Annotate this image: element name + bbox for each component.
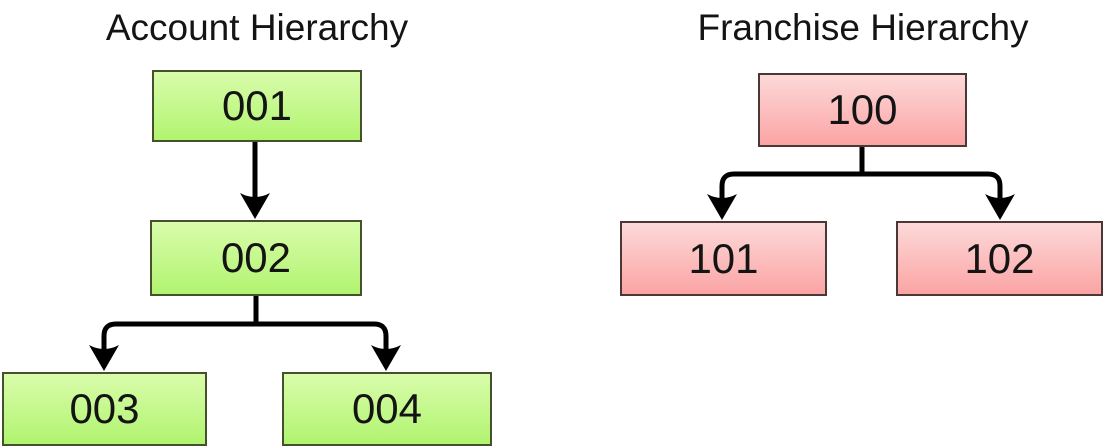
account-node-001: 001 bbox=[152, 70, 362, 142]
arrowhead-100-102-icon bbox=[985, 194, 1015, 220]
connector-002-children-line bbox=[101, 321, 389, 358]
franchise-node-101: 101 bbox=[620, 221, 827, 296]
account-node-002: 002 bbox=[150, 220, 362, 296]
franchise-node-100: 100 bbox=[758, 73, 967, 147]
account-hierarchy-title: Account Hierarchy bbox=[105, 7, 409, 48]
account-node-004: 004 bbox=[282, 372, 492, 446]
arrowhead-002-004-icon bbox=[371, 345, 401, 371]
arrowhead-100-101-icon bbox=[707, 194, 737, 220]
franchise-node-102: 102 bbox=[896, 221, 1103, 296]
franchise-hierarchy-title: Franchise Hierarchy bbox=[697, 7, 1029, 48]
account-node-003: 003 bbox=[2, 372, 207, 446]
arrowhead-001-002-icon bbox=[240, 193, 270, 219]
arrowhead-002-003-icon bbox=[89, 345, 119, 371]
connector-100-children-line bbox=[719, 171, 1003, 207]
